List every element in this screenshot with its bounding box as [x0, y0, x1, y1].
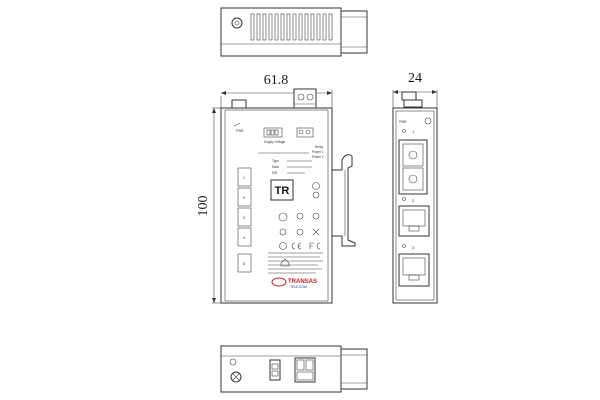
top-view-connector — [340, 10, 368, 54]
width-dimension-label: 61.8 — [264, 73, 289, 88]
port-3-label: 3 — [243, 215, 246, 220]
power1-label: Power 1 — [312, 150, 324, 154]
certification-icons — [278, 182, 321, 267]
weee-bin-icon — [312, 228, 320, 236]
brand-sub: TELECOM — [290, 285, 307, 289]
gear-icon — [296, 212, 304, 220]
port-5-label: 5 — [243, 261, 246, 266]
side-view: PWR 1 2 3 — [392, 91, 438, 304]
bottom-view — [220, 345, 368, 393]
port-4-label: 4 — [243, 235, 246, 240]
lead-free-icon — [296, 228, 304, 236]
vent-slots — [250, 13, 333, 41]
side-port-1-label: 1 — [412, 129, 415, 134]
front-view: PWR Supply Voltage Relay Power 1 Power 2… — [220, 88, 356, 304]
led-indicator — [402, 244, 406, 248]
din-rail-clip — [332, 154, 356, 247]
bottom-led-icon — [229, 358, 237, 366]
led-indicator — [402, 197, 406, 201]
fcc-mark-icon — [309, 242, 321, 250]
supply-voltage-label: Supply Voltage — [264, 140, 285, 144]
rj45-port-2 — [398, 205, 430, 237]
port-1 — [237, 167, 252, 187]
tr-badge-text: TR — [275, 185, 290, 197]
side-port-2-label: 2 — [412, 198, 415, 203]
front-power-label: PWR — [236, 129, 244, 133]
led-indicator — [402, 129, 406, 133]
port-2-label: 2 — [243, 195, 246, 200]
bottom-power-port — [269, 359, 281, 381]
rj45-port-3 — [398, 253, 430, 287]
fiber-port — [398, 139, 428, 195]
relay-connector — [296, 127, 314, 138]
port-1-label: 1 — [243, 175, 246, 180]
brand-name: TRANSAS — [288, 279, 317, 285]
screw-icon — [231, 17, 243, 29]
ccc-mark-icon — [279, 242, 287, 250]
gear-icon — [312, 191, 320, 199]
port-2 — [237, 187, 252, 207]
sn-label: S/N — [272, 171, 278, 175]
brand-swoosh-icon — [271, 277, 287, 287]
tr-badge — [270, 179, 294, 201]
fine-print — [268, 252, 323, 274]
data-label: Data — [272, 165, 279, 169]
side-power-label: PWR — [399, 120, 407, 124]
port-3 — [237, 207, 252, 227]
house-icon — [280, 258, 290, 267]
globe-icon — [279, 228, 287, 236]
gear-icon — [312, 182, 320, 190]
height-dimension-label: 100 — [196, 196, 211, 217]
port-column: 1 2 3 4 5 — [237, 167, 252, 273]
side-terminal — [401, 91, 417, 101]
ground-screw-icon — [230, 371, 242, 383]
height-dimension: 100 — [196, 107, 221, 304]
relay-label: Relay — [315, 145, 324, 149]
bottom-view-body — [220, 345, 342, 393]
port-4 — [237, 227, 252, 247]
bottom-fiber-port — [294, 357, 316, 383]
recycle-icon — [278, 212, 288, 222]
gear-icon — [312, 212, 320, 220]
bottom-view-connector — [340, 348, 368, 390]
power-connector — [263, 127, 283, 138]
ce-mark-icon — [291, 242, 296, 250]
type-label: Type — [272, 159, 279, 163]
side-port-3-label: 3 — [412, 245, 415, 250]
depth-dimension-label: 24 — [408, 71, 422, 86]
power2-label: Power 2 — [312, 155, 324, 159]
port-5 — [237, 253, 252, 273]
top-view — [220, 7, 368, 57]
brand-logo: TRANSAS TELECOM — [271, 277, 317, 289]
side-screw-icon — [424, 117, 432, 125]
front-view-body — [220, 107, 333, 304]
